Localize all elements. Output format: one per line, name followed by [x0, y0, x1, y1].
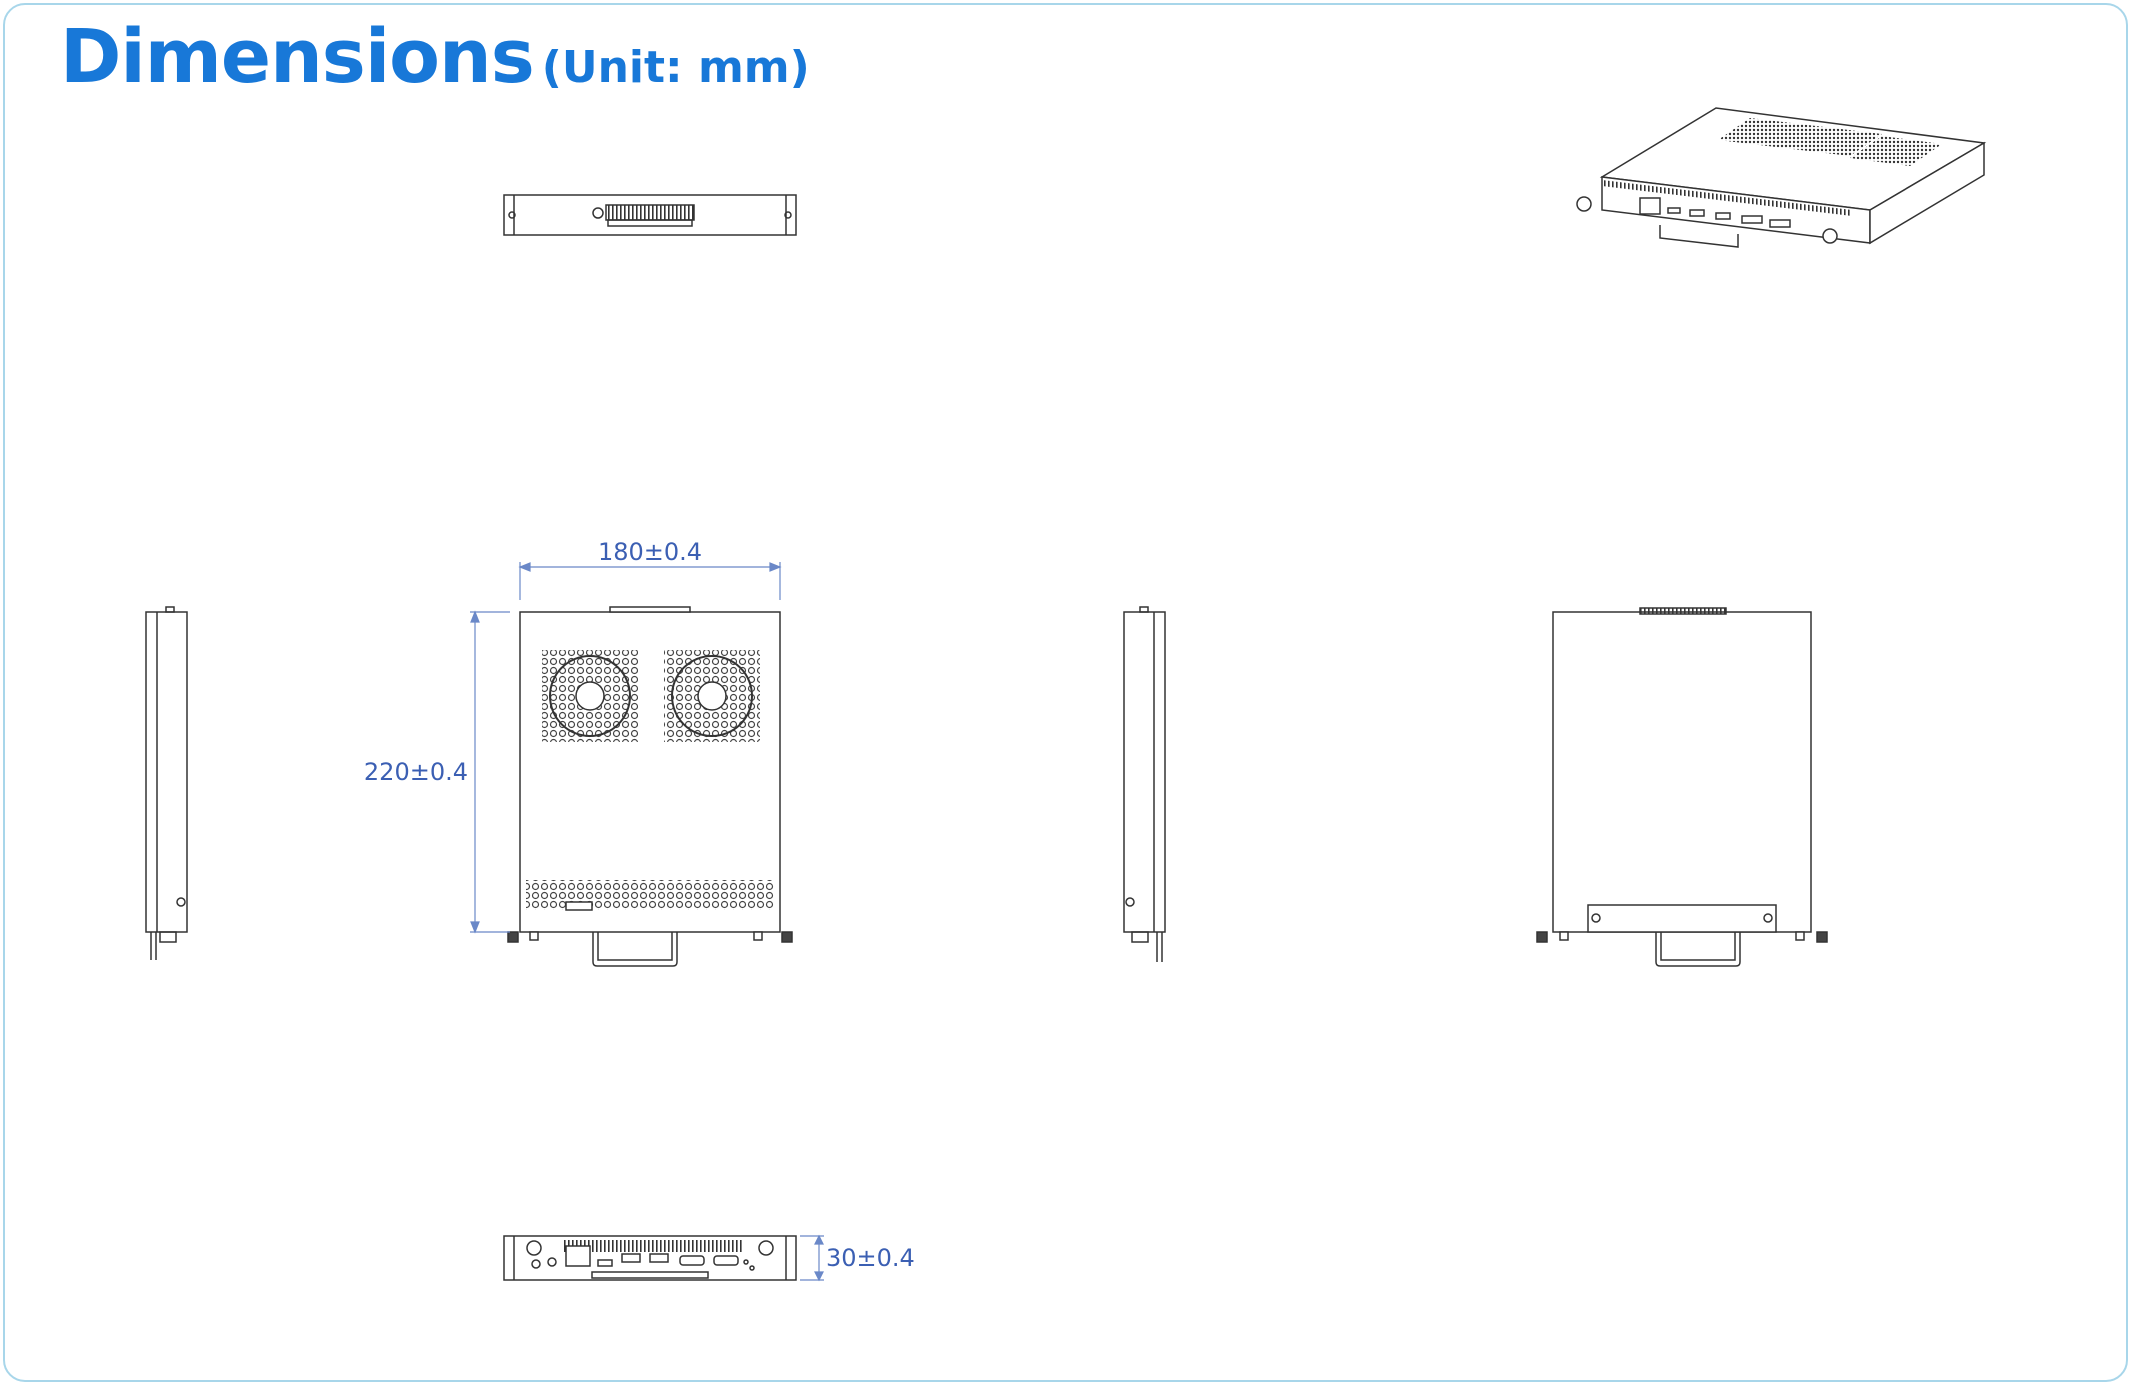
title-unit: (Unit: mm)	[541, 42, 810, 93]
height-dimension-label: 30±0.4	[826, 1244, 915, 1272]
top-view	[507, 606, 793, 967]
depth-dimension-label: 220±0.4	[364, 758, 468, 786]
front-view	[503, 1235, 797, 1281]
back-view	[503, 194, 797, 236]
isometric-view	[1576, 107, 1987, 248]
right-side-view	[1123, 606, 1166, 962]
dimension-lines	[470, 562, 824, 1282]
title-main: Dimensions	[60, 14, 535, 100]
bottom-view	[1536, 607, 1828, 967]
left-side-view	[145, 606, 188, 960]
page-title: Dimensions(Unit: mm)	[60, 14, 810, 100]
width-dimension-label: 180±0.4	[598, 538, 702, 566]
